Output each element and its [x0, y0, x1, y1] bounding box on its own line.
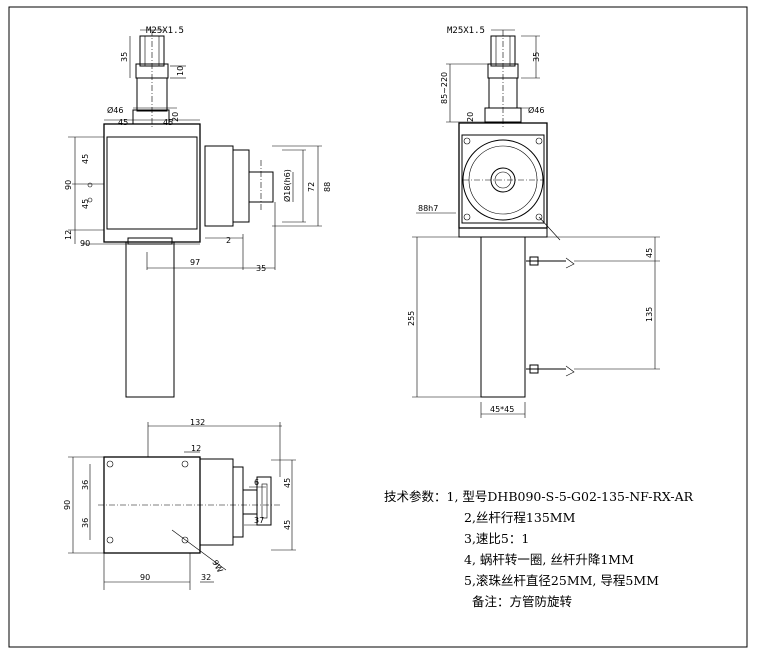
note-line-2: 2,丝杆行程135MM: [464, 510, 576, 525]
dim-thread-left: M25X1.5: [146, 26, 184, 36]
dim-36b-bottom: 36: [81, 518, 90, 528]
dim-132: 132: [190, 418, 205, 427]
dim-10-left: 10: [176, 66, 185, 76]
dim-88h7: 88h7: [418, 204, 438, 213]
dim-90-horiz-bottom: 90: [140, 573, 150, 582]
dim-20-left: 20: [171, 112, 180, 122]
dim-thread-right: M25X1.5: [447, 26, 485, 36]
note-line-4: 4, 蜗杆转一圈, 丝杆升降1MM: [464, 552, 634, 567]
notes-row-1: 技术参数：1, 型号DHB090-S-5-G02-135-NF-RX-AR: [384, 486, 754, 507]
dim-45c-left: 45: [81, 154, 90, 164]
dim-45d-left: 45: [81, 199, 90, 209]
dim-37-bottom: 37: [254, 516, 264, 525]
note-line-3: 3,速比5：1: [464, 531, 530, 546]
dim-88-left: 88: [323, 182, 332, 192]
dim-d18-left: Ø18(h6): [282, 169, 292, 202]
dim-35-right: 35: [532, 52, 541, 62]
technical-notes: 技术参数：1, 型号DHB090-S-5-G02-135-NF-RX-AR 2,…: [384, 486, 754, 612]
dim-35-left: 35: [120, 52, 129, 62]
dim-72-left: 72: [307, 182, 316, 192]
note-line-remark: 备注：方管防旋转: [472, 594, 573, 609]
dim-90-vert-bottom: 90: [63, 500, 72, 510]
dim-45a-bottom: 45: [283, 478, 292, 488]
dim-d46-right: Ø46: [528, 105, 544, 115]
dim-90-vert-left: 90: [64, 180, 73, 190]
dim-2-left: 2: [226, 236, 231, 245]
dim-97-left: 97: [190, 258, 200, 267]
dim-d46-left: Ø46: [107, 105, 123, 115]
dim-20-right: 20: [466, 112, 475, 122]
drawing-frame: [8, 6, 748, 648]
dim-45b-left: 45: [163, 118, 173, 127]
dim-35b-left: 35: [256, 264, 266, 273]
dim-6-bottom: 6: [254, 478, 259, 487]
dim-32-bottom: 32: [201, 573, 211, 582]
dim-45x45: 45*45: [490, 405, 514, 414]
dim-45b-bottom: 45: [283, 520, 292, 530]
dim-45a-left: 45: [118, 118, 128, 127]
dim-135-stroke: 135: [645, 307, 654, 322]
bottom-view: 132 12 90 36 36 45 45 6 37 9W 32 90: [63, 418, 296, 590]
dim-36a-bottom: 36: [81, 480, 90, 490]
dim-45-right: 45: [645, 248, 654, 258]
dim-12-bottom: 12: [191, 444, 201, 453]
dim-90-horiz-left: 90: [80, 239, 90, 248]
dim-255: 255: [407, 311, 416, 326]
dim-85-220: 85~220: [440, 72, 449, 104]
note-line-5: 5,滚珠丝杆直径25MM, 导程5MM: [464, 573, 659, 588]
notes-heading: 技术参数：: [384, 489, 447, 504]
dim-9w-bottom: 9W: [210, 559, 224, 575]
top-right-view: M25X1.5 85~220 35 20 Ø46 88h7 45 135 255…: [407, 26, 660, 418]
note-line-1: 1, 型号DHB090-S-5-G02-135-NF-RX-AR: [446, 489, 694, 504]
top-left-view: M25X1.5 35 10 Ø46 45 45 20 90 45 45 12 9…: [64, 26, 332, 398]
dim-12-left: 12: [64, 230, 73, 240]
